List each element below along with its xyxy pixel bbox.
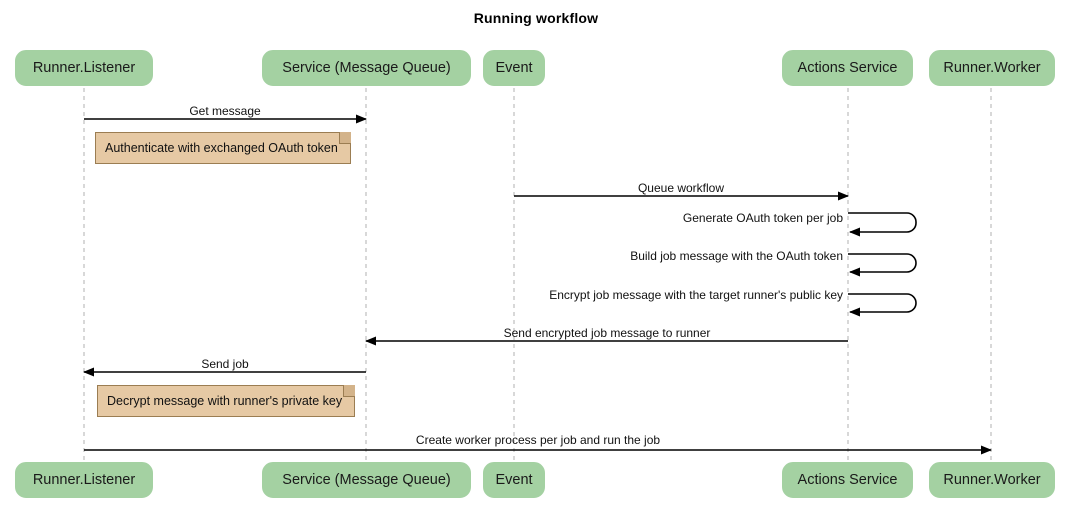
participant-actions-service-top[interactable]: Actions Service [782, 50, 913, 86]
participant-label: Runner.Worker [943, 60, 1041, 76]
participant-service-mq-bottom[interactable]: Service (Message Queue) [262, 462, 471, 498]
message-label-create-worker: Create worker process per job and run th… [415, 433, 661, 447]
note-decrypt: Decrypt message with runner's private ke… [97, 385, 355, 417]
participant-runner-worker-top[interactable]: Runner.Worker [929, 50, 1055, 86]
participant-label: Runner.Listener [32, 472, 136, 488]
participant-label: Actions Service [797, 60, 898, 76]
note-fold-corner-icon [339, 132, 351, 144]
participant-label: Runner.Worker [943, 472, 1041, 488]
participant-event-bottom[interactable]: Event [483, 462, 545, 498]
self-message-label-encrypt-message: Encrypt job message with the target runn… [549, 288, 843, 302]
self-message-arrow-build-message [848, 253, 917, 277]
self-message-label-build-message: Build job message with the OAuth token [630, 249, 843, 263]
message-label-get-message: Get message [189, 104, 261, 118]
message-label-send-encrypted: Send encrypted job message to runner [503, 326, 711, 340]
participant-label: Actions Service [797, 472, 898, 488]
participant-label: Service (Message Queue) [282, 472, 451, 488]
participant-label: Service (Message Queue) [282, 60, 451, 76]
participant-label: Event [495, 472, 533, 488]
participant-label: Event [495, 60, 533, 76]
message-label-queue-workflow: Queue workflow [637, 181, 725, 195]
participant-runner-worker-bottom[interactable]: Runner.Worker [929, 462, 1055, 498]
self-message-label-generate-token: Generate OAuth token per job [682, 211, 843, 225]
participant-actions-service-bottom[interactable]: Actions Service [782, 462, 913, 498]
participant-service-mq-top[interactable]: Service (Message Queue) [262, 50, 471, 86]
participant-runner-listener-bottom[interactable]: Runner.Listener [15, 462, 153, 498]
participant-event-top[interactable]: Event [483, 50, 545, 86]
arrows-group [83, 114, 992, 455]
note-authenticate: Authenticate with exchanged OAuth token [95, 132, 351, 164]
self-message-arrow-encrypt-message [848, 293, 917, 317]
note-fold-corner-icon [343, 385, 355, 397]
note-label: Decrypt message with runner's private ke… [107, 394, 343, 408]
participant-label: Runner.Listener [32, 60, 136, 76]
participant-runner-listener-top[interactable]: Runner.Listener [15, 50, 153, 86]
lifelines-group [83, 88, 992, 462]
message-label-send-job: Send job [201, 357, 249, 371]
note-label: Authenticate with exchanged OAuth token [105, 141, 338, 155]
page-title: Running workflow [473, 10, 599, 26]
self-message-arrow-generate-token [848, 212, 917, 237]
